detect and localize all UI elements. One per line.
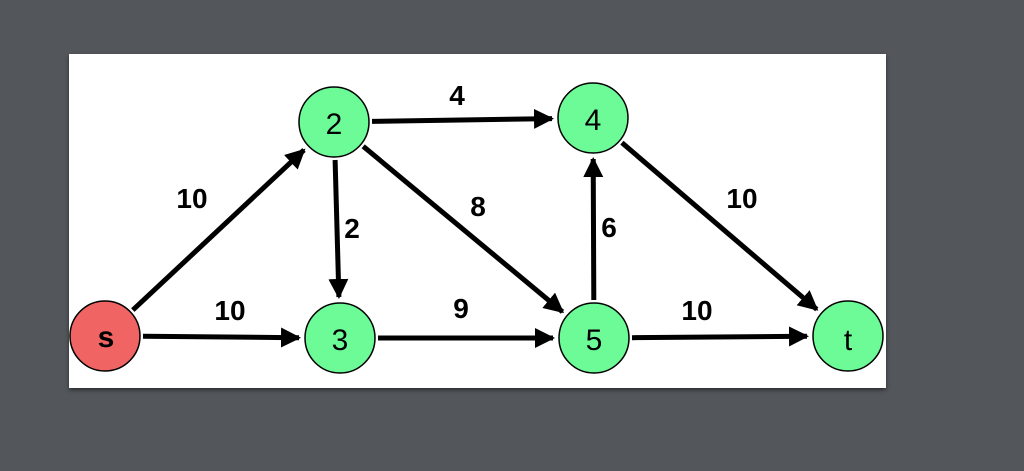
edge-4-t	[620, 140, 819, 312]
capacity-label-s-3: 10	[214, 295, 245, 326]
node-3-label: 3	[332, 324, 349, 357]
edge-2-5	[361, 144, 565, 314]
capacity-label-3-5: 9	[453, 293, 469, 324]
capacity-label-2-4: 4	[449, 80, 465, 111]
node-2: 2	[298, 86, 370, 158]
node-4-label: 4	[585, 104, 602, 137]
node-2-label: 2	[326, 108, 343, 141]
capacity-label-4-t: 10	[726, 183, 757, 214]
edge-s-2	[131, 148, 306, 312]
node-t-circle	[812, 300, 884, 372]
node-3-circle	[304, 302, 376, 374]
node-t: t	[812, 300, 884, 372]
diagram-panel	[69, 54, 886, 388]
capacity-label-5-4: 6	[601, 212, 617, 243]
edge-2-3	[328, 159, 349, 299]
node-s-circle	[69, 300, 141, 372]
node-t-label: t	[844, 324, 853, 357]
node-4-circle	[557, 82, 629, 154]
nodes-layer: s 2 3 4 5 t	[69, 82, 884, 374]
edges-layer	[131, 108, 819, 348]
node-s-label: s	[98, 321, 115, 354]
node-4: 4	[557, 82, 629, 154]
edge-s-3	[142, 327, 301, 348]
node-5-circle	[558, 302, 630, 374]
capacity-labels: 10 10 2 4 8 9 6 10 10	[176, 80, 757, 326]
edge-5-4	[583, 157, 604, 301]
node-5-label: 5	[586, 324, 603, 357]
edge-5-t	[631, 326, 809, 347]
capacity-label-s-2: 10	[176, 183, 207, 214]
capacity-label-2-3: 2	[344, 213, 360, 244]
capacity-label-2-5: 8	[470, 191, 486, 222]
node-s: s	[69, 300, 141, 372]
capacity-label-5-t: 10	[681, 295, 712, 326]
node-3: 3	[304, 302, 376, 374]
edge-2-4	[371, 108, 554, 129]
node-2-circle	[298, 86, 370, 158]
node-5: 5	[558, 302, 630, 374]
